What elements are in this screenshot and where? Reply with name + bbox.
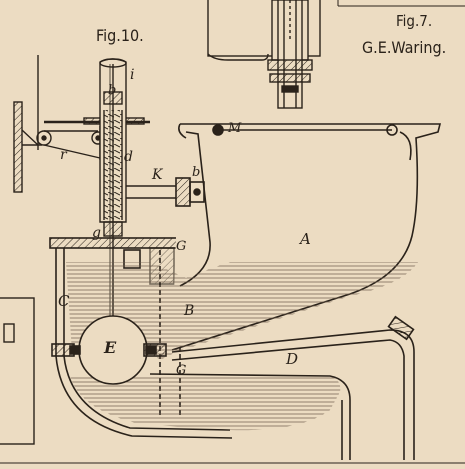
wall-bracket bbox=[13, 55, 101, 193]
label-i: i bbox=[130, 67, 135, 83]
figure-title-right: Fig.7. bbox=[396, 12, 433, 30]
water-level bbox=[66, 262, 418, 360]
label-r: r bbox=[60, 147, 67, 163]
label-b-top: b bbox=[108, 83, 117, 98]
valve-rod-assembly bbox=[99, 58, 127, 345]
label-g: g bbox=[92, 225, 101, 241]
float-ball bbox=[51, 315, 167, 385]
label-M: M bbox=[228, 121, 242, 136]
fig7-pipe-fitting bbox=[207, 0, 321, 109]
label-b-right: b bbox=[192, 165, 201, 180]
trap-outlet bbox=[149, 315, 415, 460]
label-A: A bbox=[300, 230, 311, 248]
label-C: C bbox=[58, 292, 70, 310]
author-name: G.E.Waring. bbox=[362, 38, 447, 57]
label-G-top: G bbox=[176, 239, 187, 254]
label-D: D bbox=[286, 350, 299, 368]
figure-title-left: Fig.10. bbox=[96, 26, 144, 45]
label-K: K bbox=[152, 167, 163, 183]
trap-water bbox=[70, 376, 341, 431]
side-box bbox=[0, 297, 35, 445]
label-B: B bbox=[184, 303, 195, 319]
label-E: E bbox=[104, 338, 117, 357]
label-G-bottom: G bbox=[176, 363, 187, 378]
label-d: d bbox=[124, 149, 133, 165]
inlet-pipe bbox=[126, 177, 205, 207]
